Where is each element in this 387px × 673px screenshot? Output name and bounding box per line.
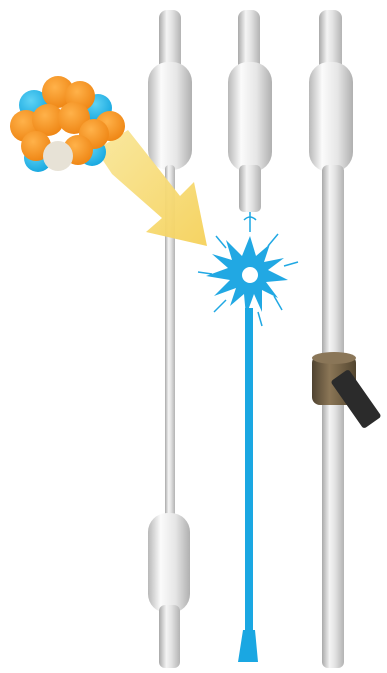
filament-tip bbox=[238, 630, 258, 662]
tube-middle-bulb bbox=[228, 62, 272, 172]
tube-left-bottom-stub bbox=[159, 605, 180, 668]
clamp-top-rim bbox=[312, 352, 356, 364]
tube-middle bbox=[228, 10, 272, 232]
tube-left-lower-bulb bbox=[148, 513, 190, 613]
tube-left bbox=[148, 10, 192, 668]
tube-right-bulb bbox=[309, 62, 353, 172]
spark-center bbox=[242, 267, 258, 283]
filament-strand bbox=[238, 308, 258, 662]
tube-right-long-rod bbox=[322, 165, 344, 668]
filament-line bbox=[245, 308, 253, 638]
tube-left-upper-bulb bbox=[148, 62, 192, 170]
tube-middle-tip bbox=[239, 165, 261, 212]
tube-right bbox=[309, 10, 353, 668]
atom-core bbox=[43, 141, 73, 171]
